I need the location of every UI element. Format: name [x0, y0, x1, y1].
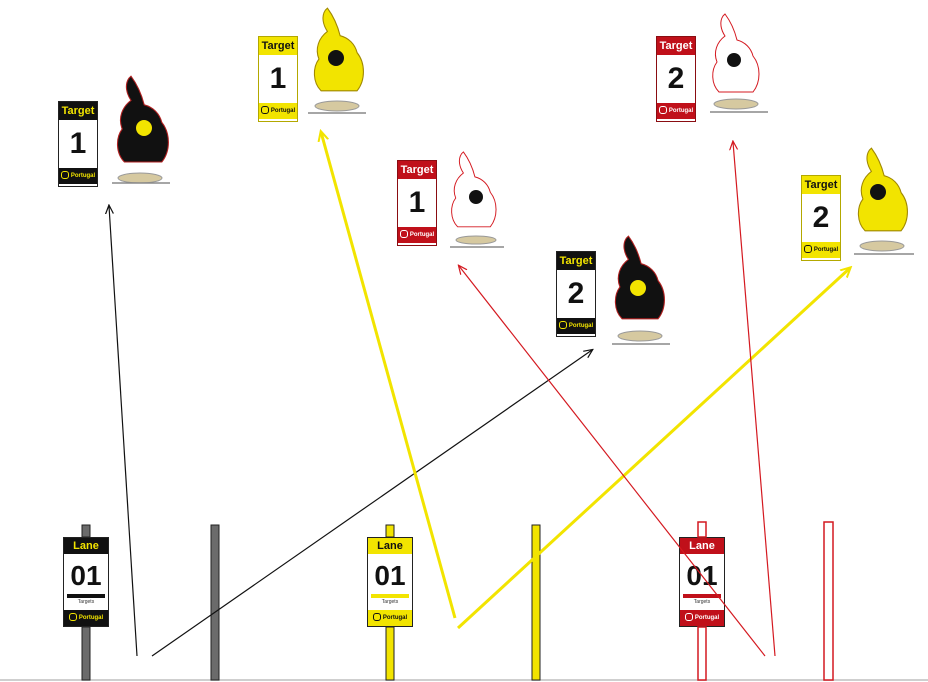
arrow-black-to-target-2: [152, 350, 592, 656]
rabbit-target-red-1: [450, 152, 504, 247]
arrow-yellow-to-target-2: [458, 268, 850, 628]
post-yellow-lane: [386, 525, 394, 680]
post-black-end: [211, 525, 219, 680]
post-black-lane: [82, 525, 90, 680]
arrow-red-to-target-2: [733, 142, 775, 656]
rabbit-target-red-2: [710, 14, 768, 112]
post-yellow-end: [532, 525, 540, 680]
rabbit-target-yellow-2: [854, 148, 914, 254]
post-red-end: [824, 522, 833, 680]
arrow-red-to-target-1: [459, 266, 765, 656]
arrow-yellow-to-target-1: [321, 132, 455, 618]
post-red-lane: [698, 522, 706, 680]
rabbit-target-black-2: [612, 236, 670, 344]
rabbit-target-yellow-1: [308, 8, 366, 113]
rabbit-target-black-1: [112, 76, 170, 183]
arrow-black-to-target-1: [109, 206, 137, 656]
